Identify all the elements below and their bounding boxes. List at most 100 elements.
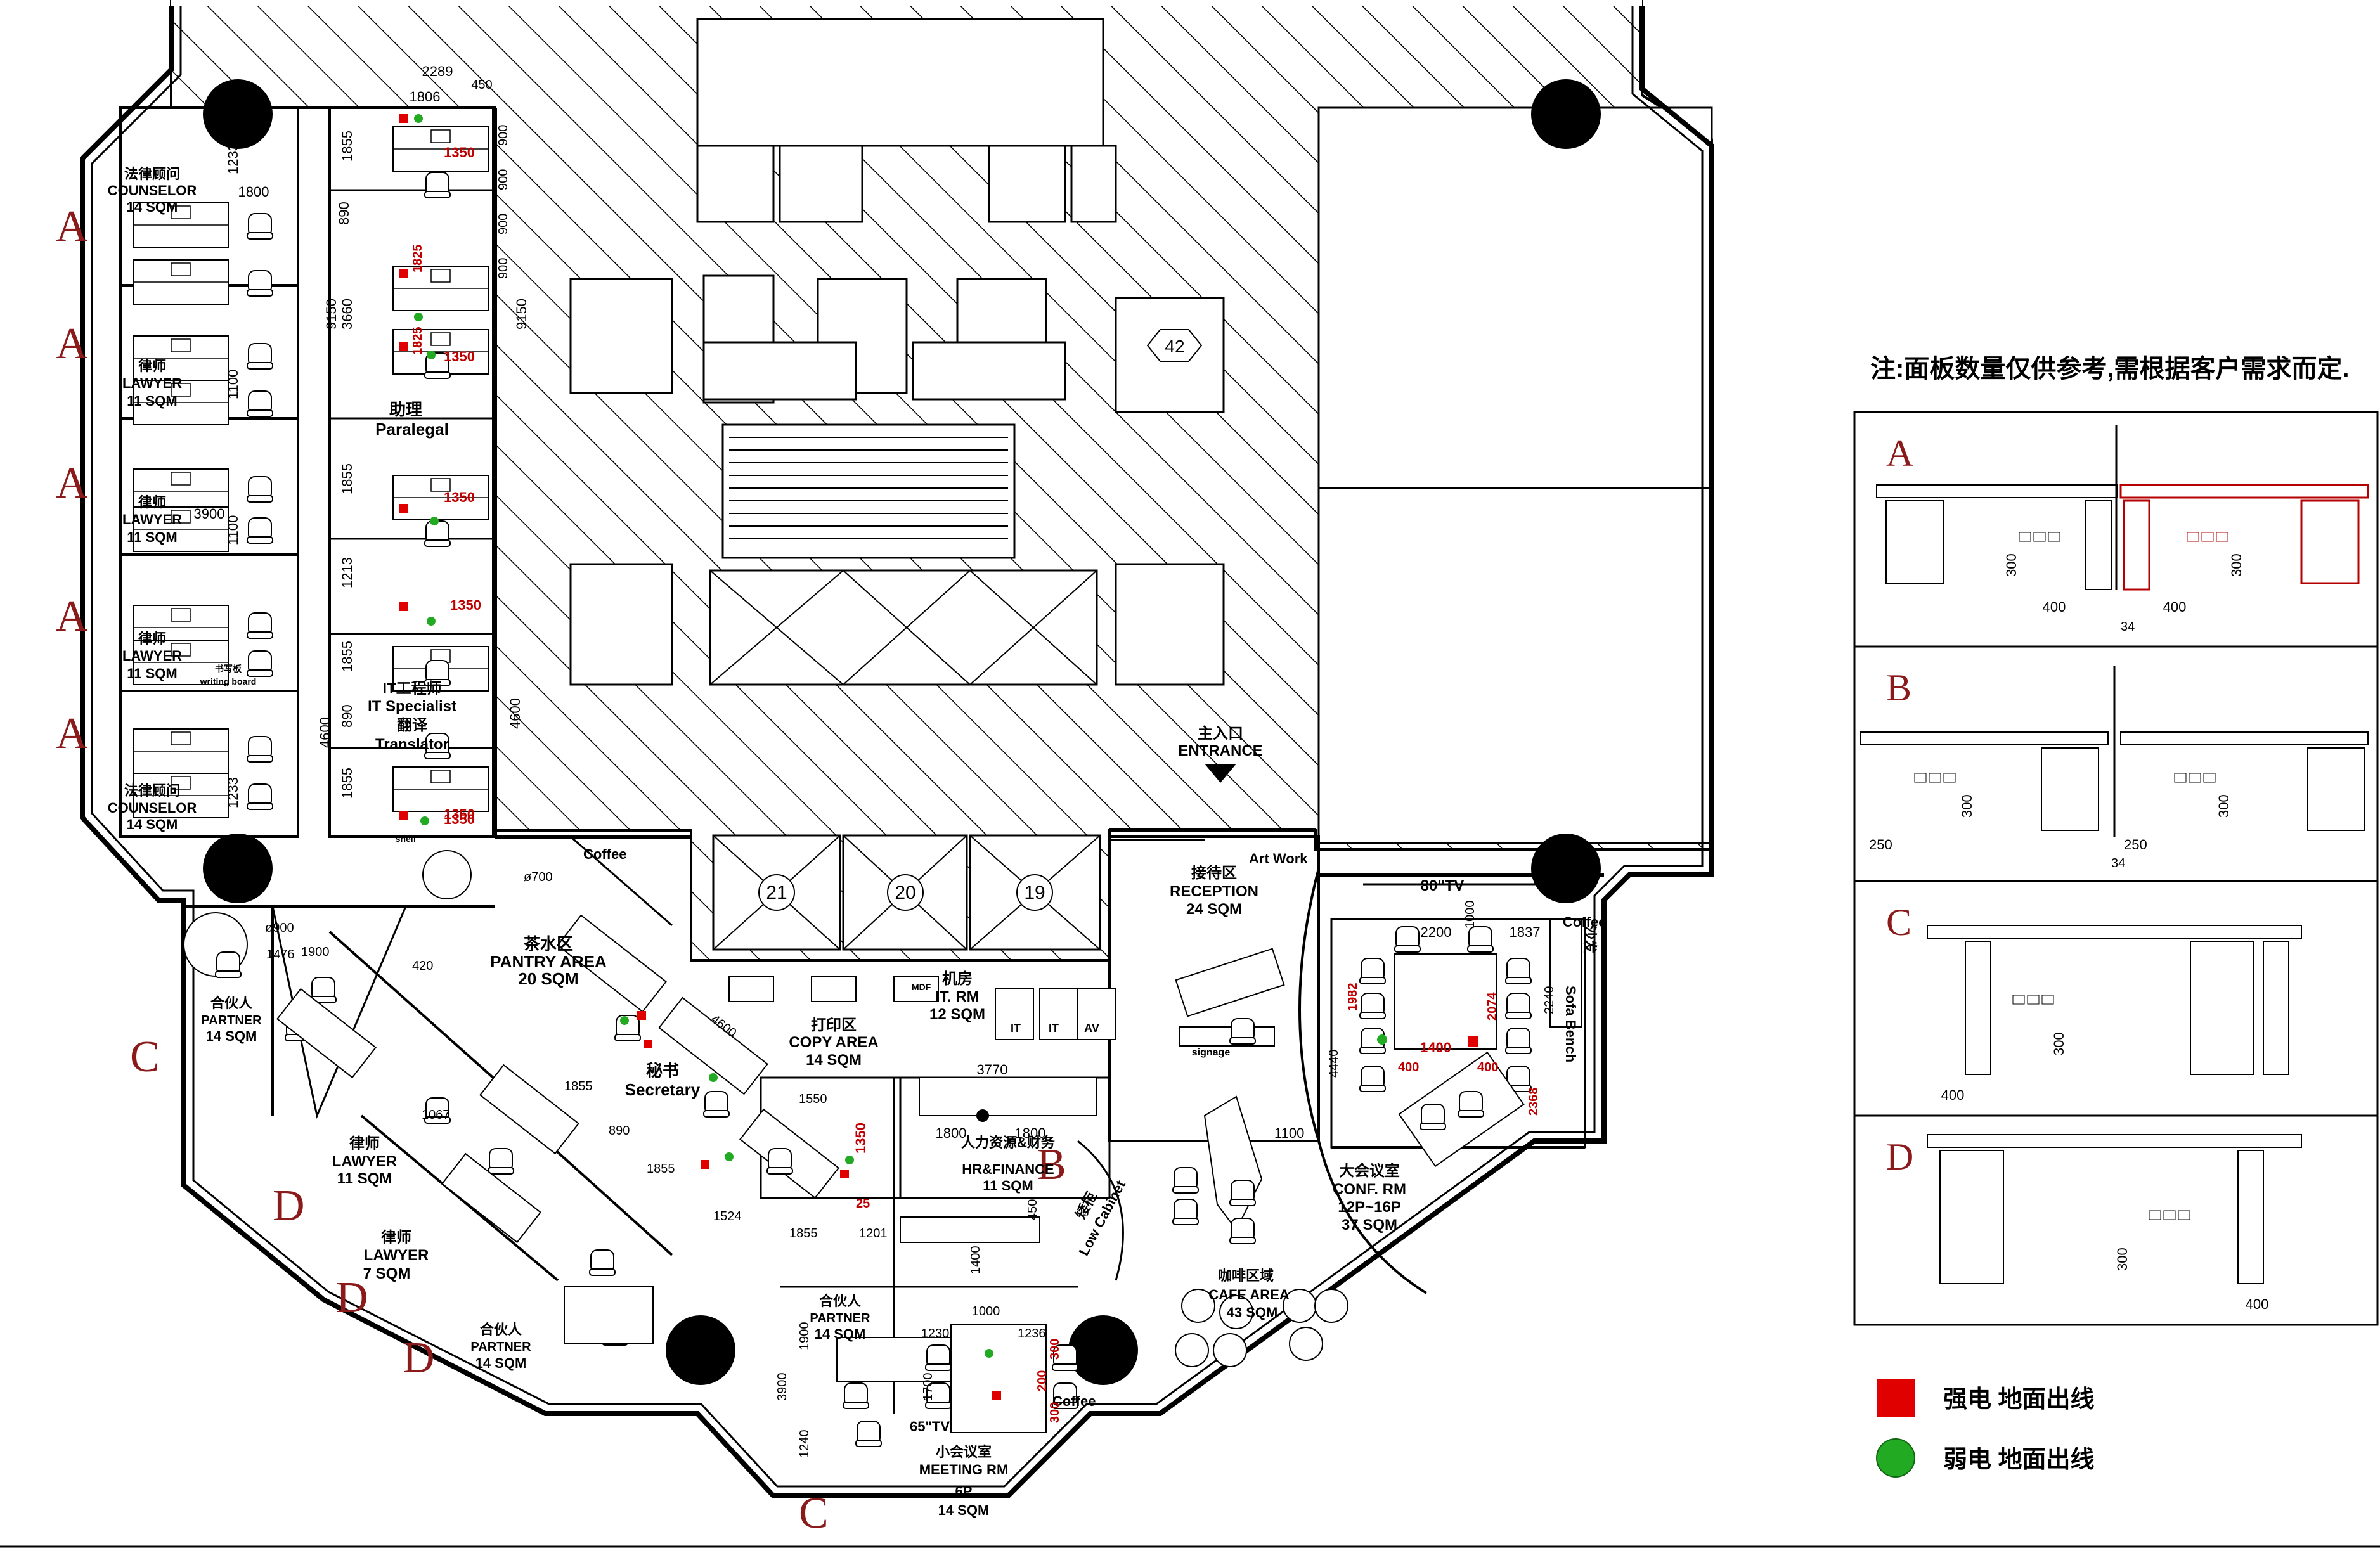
itrm-cn: 机房: [942, 970, 973, 988]
partner-mid-cn: 合伙人: [819, 1293, 861, 1309]
dim-890-a: 890: [336, 202, 352, 225]
dim-890-c: 890: [609, 1124, 630, 1138]
dim-450-b: 450: [1026, 1199, 1040, 1220]
partner-bottom-cn: 合伙人: [480, 1322, 522, 1337]
lawyer-4-area: 11 SQM: [337, 1170, 392, 1187]
detail-c-dim-1: 300: [2051, 1032, 2067, 1055]
side-letters: A A A A A C D D D B C: [56, 202, 1066, 1538]
detail-a-dim-2: 300: [2228, 553, 2244, 577]
lift-19-label: 19: [1024, 882, 1045, 903]
coffee-pantry-label: Coffee: [583, 846, 626, 862]
dim-400-a: 400: [1398, 1060, 1419, 1074]
artwork-label: Art Work: [1249, 851, 1308, 867]
lawyer-2-area: 11 SQM: [127, 529, 177, 545]
lift-shafts: [709, 329, 1203, 950]
tv80-label: 80"TV: [1421, 877, 1465, 894]
dim-1350-c: 1350: [450, 597, 481, 613]
secretary-en: Secretary: [625, 1080, 701, 1099]
conf-outlets: [1377, 1034, 1478, 1047]
dim-900: ø900: [265, 921, 294, 935]
pantry-cn: 茶水区: [524, 934, 573, 953]
cafe-en: CAFE AREA: [1208, 1287, 1290, 1303]
right-zone-furniture: [1172, 918, 1582, 1367]
copy-cn: 打印区: [811, 1016, 857, 1034]
partner-left-en: PARTNER: [201, 1014, 262, 1028]
dim-1855-a: 1855: [339, 131, 355, 162]
dim-1000-b: 1000: [972, 1305, 1000, 1318]
dim-900-b: 900: [496, 169, 510, 190]
dim-1350-e: 1350: [853, 1123, 869, 1154]
dim-1855-d: 1855: [339, 768, 355, 799]
stairs: [729, 437, 1008, 539]
dim-1855-b: 1855: [339, 463, 355, 494]
secretary-cn: 秘书: [646, 1061, 679, 1080]
dim-3900-a: 3900: [194, 506, 225, 522]
dim-4440: 4440: [1327, 1050, 1341, 1078]
dim-1900: 1900: [301, 945, 330, 959]
left-dimensions: 2289 1806 450 1855 1350 1233 1800 890 91…: [194, 63, 529, 827]
detail-b-dim-4: 250: [2124, 837, 2147, 853]
pantry-area: 20 SQM: [518, 969, 578, 988]
shelf-label: shelf: [396, 834, 417, 844]
conf-en: CONF. RM: [1333, 1181, 1406, 1198]
translator-cn: 翻译: [397, 717, 428, 734]
lawyer-3-area: 11 SQM: [127, 666, 177, 681]
structural-columns: [203, 79, 1601, 1385]
dim-1400-b: 1400: [969, 1246, 983, 1275]
dim-1855-e: 1855: [564, 1079, 593, 1093]
dim-1982: 1982: [1346, 983, 1360, 1012]
dim-1067: 1067: [422, 1108, 450, 1122]
lawyer-3-cn: 律师: [138, 631, 166, 647]
partner-left-cn: 合伙人: [210, 995, 252, 1011]
dim-1800-a: 1800: [238, 184, 269, 200]
detail-a-dim-5: 34: [2121, 620, 2135, 634]
dim-1236: 1236: [1018, 1327, 1046, 1341]
legend-weak-swatch: [1876, 1438, 1915, 1478]
detail-d-dim-2: 400: [2246, 1296, 2269, 1312]
dim-1100-a: 1100: [225, 370, 241, 399]
dim-1233-a: 1233: [225, 143, 241, 174]
dim-1524: 1524: [713, 1209, 742, 1223]
signage-label: signage: [1192, 1047, 1231, 1058]
sofa-cn: 沙发: [1582, 925, 1598, 954]
detail-c-letter: C: [1886, 901, 1911, 943]
lawyer-4-cn: 律师: [349, 1135, 380, 1152]
partner-bottom-en: PARTNER: [470, 1340, 531, 1354]
dim-3770: 3770: [977, 1062, 1008, 1078]
letter-a-4: A: [56, 592, 88, 641]
itrm-en: IT. RM: [935, 988, 979, 1005]
detail-d-dim-1: 300: [2114, 1247, 2130, 1271]
cafe-area: 43 SQM: [1227, 1305, 1278, 1320]
letter-c-2: C: [799, 1489, 829, 1538]
counselor-bottom-cn: 法律顾问: [124, 783, 180, 799]
lower-left-furniture: [183, 850, 1116, 1447]
dim-890-b: 890: [339, 704, 355, 728]
lawyer-1-cn: 律师: [138, 358, 166, 374]
hr-area: 11 SQM: [983, 1178, 1033, 1194]
dim-300-b: 300: [1048, 1402, 1062, 1423]
dim-1350-h: 1350: [444, 811, 475, 827]
dim-400-b: 400: [1477, 1060, 1498, 1074]
meeting-cn: 小会议室: [936, 1444, 992, 1460]
partner-bottom-area: 14 SQM: [475, 1355, 527, 1371]
lawyer-5-en: LAWYER: [364, 1247, 429, 1264]
dim-4600-b: 4600: [507, 698, 523, 729]
left-outlets: [399, 114, 439, 825]
tv65-label: 65"TV: [910, 1419, 950, 1434]
copy-area: 14 SQM: [806, 1052, 862, 1069]
paralegal-en: Paralegal: [375, 420, 449, 439]
av-label: AV: [1084, 1022, 1099, 1034]
dim-1700: 1700: [921, 1373, 935, 1402]
conf-area: 37 SQM: [1342, 1216, 1397, 1234]
sofa-en: Sofa Bench: [1563, 986, 1579, 1062]
detail-a-dim-4: 400: [2163, 599, 2187, 615]
writing-board-cn: 书写板: [215, 664, 242, 674]
dim-1855-g: 1855: [789, 1227, 818, 1240]
lawyer-1-en: LAWYER: [122, 375, 182, 391]
letter-a-1: A: [56, 202, 88, 251]
coffee2-label: Coffee: [1052, 1393, 1096, 1409]
copy-en: COPY AREA: [789, 1034, 878, 1051]
translator-en: Translator: [375, 736, 449, 753]
panel-note: 注:面板数量仅供参考,需根据客户需求而定.: [1870, 355, 2350, 383]
